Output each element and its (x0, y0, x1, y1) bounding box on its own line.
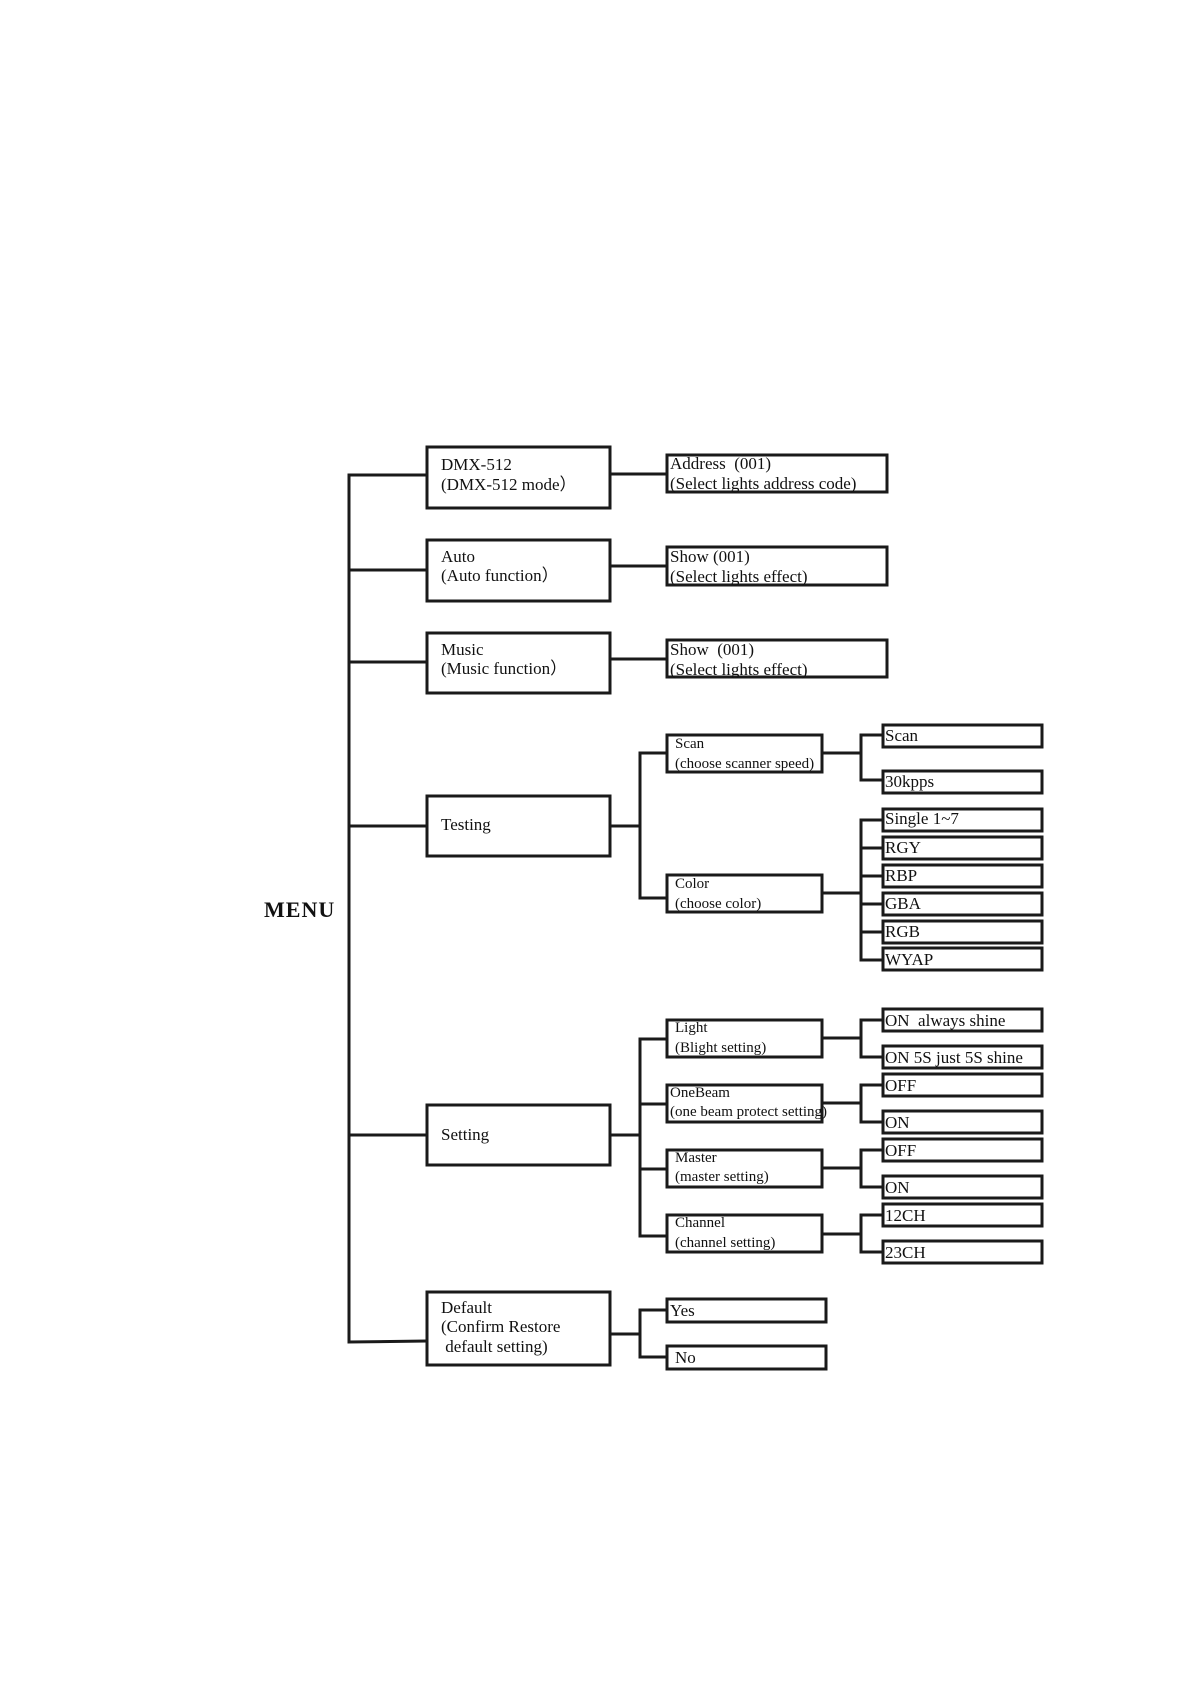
node-channel-title: Channel (675, 1215, 725, 1231)
node-onebeam: OneBeam (one beam protect setting) (665, 1083, 827, 1124)
node-color-option-wyap: WYAP (881, 946, 1044, 972)
node-channel-option-12ch-label: 12CH (885, 1206, 926, 1225)
node-default-desc-line2: default setting) (441, 1337, 548, 1356)
node-address-title: Address (001) (670, 454, 771, 473)
node-scan-title: Scan (675, 736, 705, 752)
node-auto-show-title: Show (001) (670, 547, 750, 566)
node-dmx-512: DMX-512 (DMX-512 mode） (425, 445, 612, 510)
node-color-option-rbp: RBP (881, 863, 1044, 889)
node-color: Color (choose color) (665, 873, 824, 914)
node-auto-show-desc: (Select lights effect) (670, 567, 808, 586)
node-light: Light (Blight setting) (665, 1018, 824, 1059)
node-color-option-gba: GBA (881, 891, 1044, 917)
node-master: Master (master setting) (665, 1148, 824, 1189)
node-channel-option-23ch: 23CH (881, 1239, 1044, 1265)
node-scan-option-scan: Scan (881, 723, 1044, 749)
node-color-option-rgb: RGB (881, 919, 1044, 945)
node-master-option-on-label: ON (885, 1178, 910, 1197)
node-scan: Scan (choose scanner speed) (665, 733, 824, 774)
node-auto: Auto (Auto function） (425, 538, 612, 603)
node-light-desc: (Blight setting) (675, 1040, 766, 1056)
node-default-option-yes-label: Yes (670, 1301, 695, 1320)
connector-lines (347, 472, 883, 1359)
node-onebeam-option-on: ON (881, 1109, 1044, 1135)
node-address-desc: (Select lights address code) (670, 474, 856, 493)
node-master-option-off-label: OFF (885, 1141, 916, 1160)
node-default-option-no: No (665, 1344, 828, 1371)
node-onebeam-option-on-label: ON (885, 1113, 910, 1132)
node-color-option-label: RGB (885, 922, 920, 941)
node-music-desc: (Music function） (441, 659, 567, 678)
node-scan-option-scan-label: Scan (885, 726, 919, 745)
node-color-option-label: GBA (885, 894, 922, 913)
node-auto-title: Auto (441, 547, 475, 566)
node-light-option-always-label: ON always shine (885, 1011, 1005, 1030)
node-master-desc: (master setting) (675, 1169, 769, 1185)
node-color-title: Color (675, 876, 709, 892)
node-setting: Setting (425, 1103, 612, 1167)
node-color-option-label: Single 1~7 (885, 809, 959, 828)
node-onebeam-option-off-label: OFF (885, 1076, 916, 1095)
node-music-show-title: Show (001) (670, 640, 754, 659)
node-music-title: Music (441, 640, 484, 659)
node-light-title: Light (675, 1020, 708, 1036)
node-scan-option-30kpps-label: 30kpps (885, 772, 934, 791)
node-default-desc-line1: (Confirm Restore (441, 1317, 560, 1336)
node-master-option-on: ON (881, 1174, 1044, 1200)
node-music: Music (Music function） (425, 631, 612, 695)
node-channel-desc: (channel setting) (675, 1235, 775, 1251)
node-dmx-512-title: DMX-512 (441, 455, 512, 474)
node-scan-option-30kpps: 30kpps (881, 769, 1044, 795)
node-master-option-off: OFF (881, 1137, 1044, 1163)
node-default: Default (Confirm Restore default setting… (425, 1290, 612, 1367)
node-channel-option-12ch: 12CH (881, 1202, 1044, 1228)
node-auto-desc: (Auto function） (441, 566, 559, 585)
node-setting-title: Setting (441, 1125, 490, 1144)
node-color-option-label: RGY (885, 838, 921, 857)
node-default-option-yes: Yes (665, 1297, 828, 1324)
node-light-option-5s: ON 5S just 5S shine (881, 1044, 1044, 1070)
node-testing: Testing (425, 794, 612, 858)
node-channel: Channel (channel setting) (665, 1213, 824, 1254)
node-master-title: Master (675, 1150, 717, 1166)
node-color-option-label: WYAP (885, 950, 933, 969)
node-testing-title: Testing (441, 815, 491, 834)
node-onebeam-title: OneBeam (670, 1085, 730, 1101)
node-dmx-512-desc: (DMX-512 mode） (441, 475, 577, 494)
node-default-title: Default (441, 1298, 492, 1317)
node-default-option-no-label: No (675, 1348, 696, 1367)
node-light-option-always: ON always shine (881, 1007, 1044, 1033)
node-color-option-single: Single 1~7 (881, 807, 1044, 833)
node-onebeam-option-off: OFF (881, 1072, 1044, 1098)
node-scan-desc: (choose scanner speed) (675, 756, 814, 772)
node-color-option-rgy: RGY (881, 835, 1044, 861)
node-auto-show: Show (001) (Select lights effect) (665, 545, 889, 587)
node-color-desc: (choose color) (675, 896, 761, 912)
node-address: Address (001) (Select lights address cod… (665, 453, 889, 494)
node-channel-option-23ch-label: 23CH (885, 1243, 926, 1262)
menu-label: MENU (264, 897, 335, 922)
node-light-option-5s-label: ON 5S just 5S shine (885, 1048, 1023, 1067)
node-color-option-label: RBP (885, 866, 917, 885)
node-music-show: Show (001) (Select lights effect) (665, 638, 889, 679)
node-music-show-desc: (Select lights effect) (670, 660, 808, 679)
node-onebeam-desc: (one beam protect setting) (670, 1104, 827, 1120)
